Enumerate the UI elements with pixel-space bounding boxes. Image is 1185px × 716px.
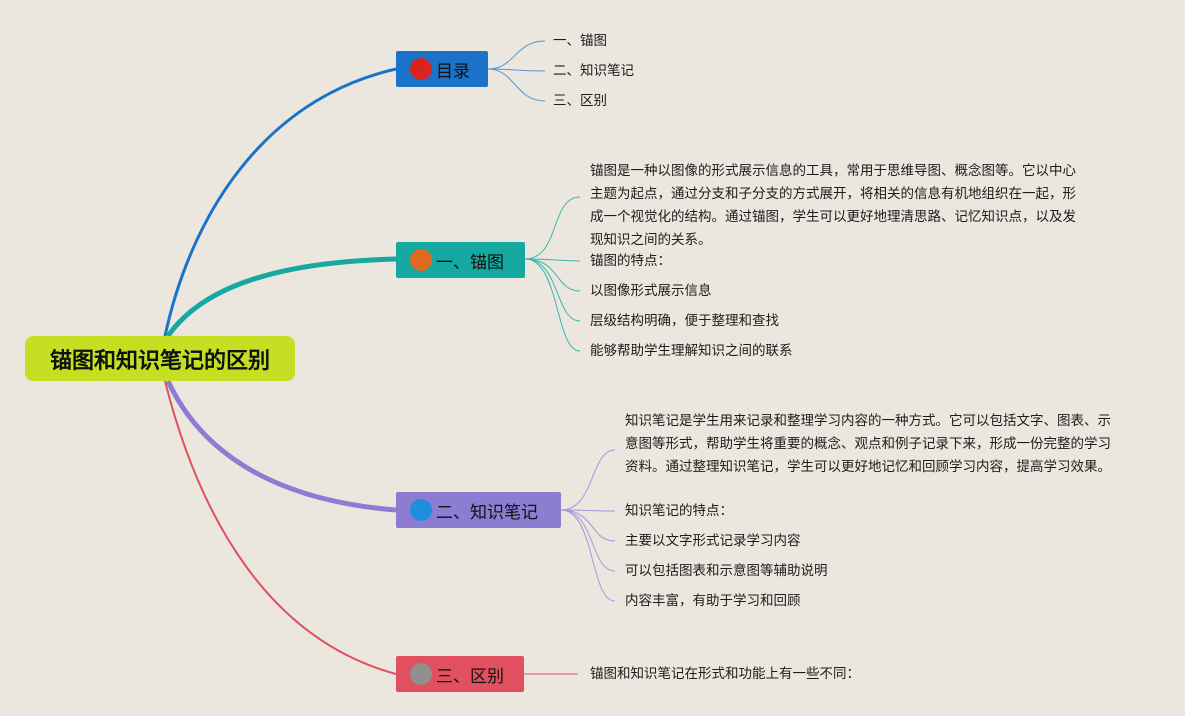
branch-label: 一、锚图 [436,252,504,273]
connectors-branch-3 [560,449,616,602]
leaf-notes-feature-1[interactable]: 主要以文字形式记录学习内容 [625,533,801,549]
branch-anchor-chart[interactable]: 2 一、锚图 [396,242,525,278]
leaf-toc-3[interactable]: 三、区别 [553,93,607,109]
branch-differences[interactable]: 4 三、区别 [396,656,524,692]
connector-root-to-branch-2 [165,256,397,338]
number-badge-icon: 4 [410,663,432,685]
leaf-notes-feature-2[interactable]: 可以包括图表和示意图等辅助说明 [625,563,828,579]
branch-label: 二、知识笔记 [436,502,538,523]
leaf-anchor-feature-1[interactable]: 以图像形式展示信息 [590,283,712,299]
connector-root-to-branch-4 [164,380,397,675]
leaf-toc-1[interactable]: 一、锚图 [553,33,607,49]
central-topic[interactable]: 锚图和知识笔记的区别 [25,336,295,381]
branch-knowledge-notes[interactable]: 3 二、知识笔记 [396,492,561,528]
leaf-anchor-feature-2[interactable]: 层级结构明确，便于整理和查找 [590,313,779,329]
leaf-anchor-features-title[interactable]: 锚图的特点： [590,253,671,269]
leaf-notes-features-title[interactable]: 知识笔记的特点： [625,503,733,519]
branch-label: 目录 [436,61,470,82]
connectors-branch-2 [524,196,581,352]
leaf-anchor-feature-3[interactable]: 能够帮助学生理解知识之间的联系 [590,343,793,359]
leaf-anchor-description[interactable]: 锚图是一种以图像的形式展示信息的工具，常用于思维导图、概念图等。它以中心主题为起… [590,163,1076,248]
number-badge-icon: 2 [410,249,432,271]
number-badge-icon: 1 [410,58,432,80]
leaf-notes-description[interactable]: 知识笔记是学生用来记录和整理学习内容的一种方式。它可以包括文字、图表、示意图等形… [625,413,1111,475]
connectors-branch-1 [487,40,546,102]
leaf-toc-2[interactable]: 二、知识笔记 [553,63,634,79]
connector-root-to-branch-1 [163,67,397,337]
branch-toc[interactable]: 1 目录 [396,51,488,87]
connector-root-to-branch-3 [165,379,397,513]
branch-label: 三、区别 [436,666,504,687]
leaf-differences-1[interactable]: 锚图和知识笔记在形式和功能上有一些不同： [590,666,860,682]
number-badge-icon: 3 [410,499,432,521]
leaf-notes-feature-3[interactable]: 内容丰富，有助于学习和回顾 [625,593,801,609]
